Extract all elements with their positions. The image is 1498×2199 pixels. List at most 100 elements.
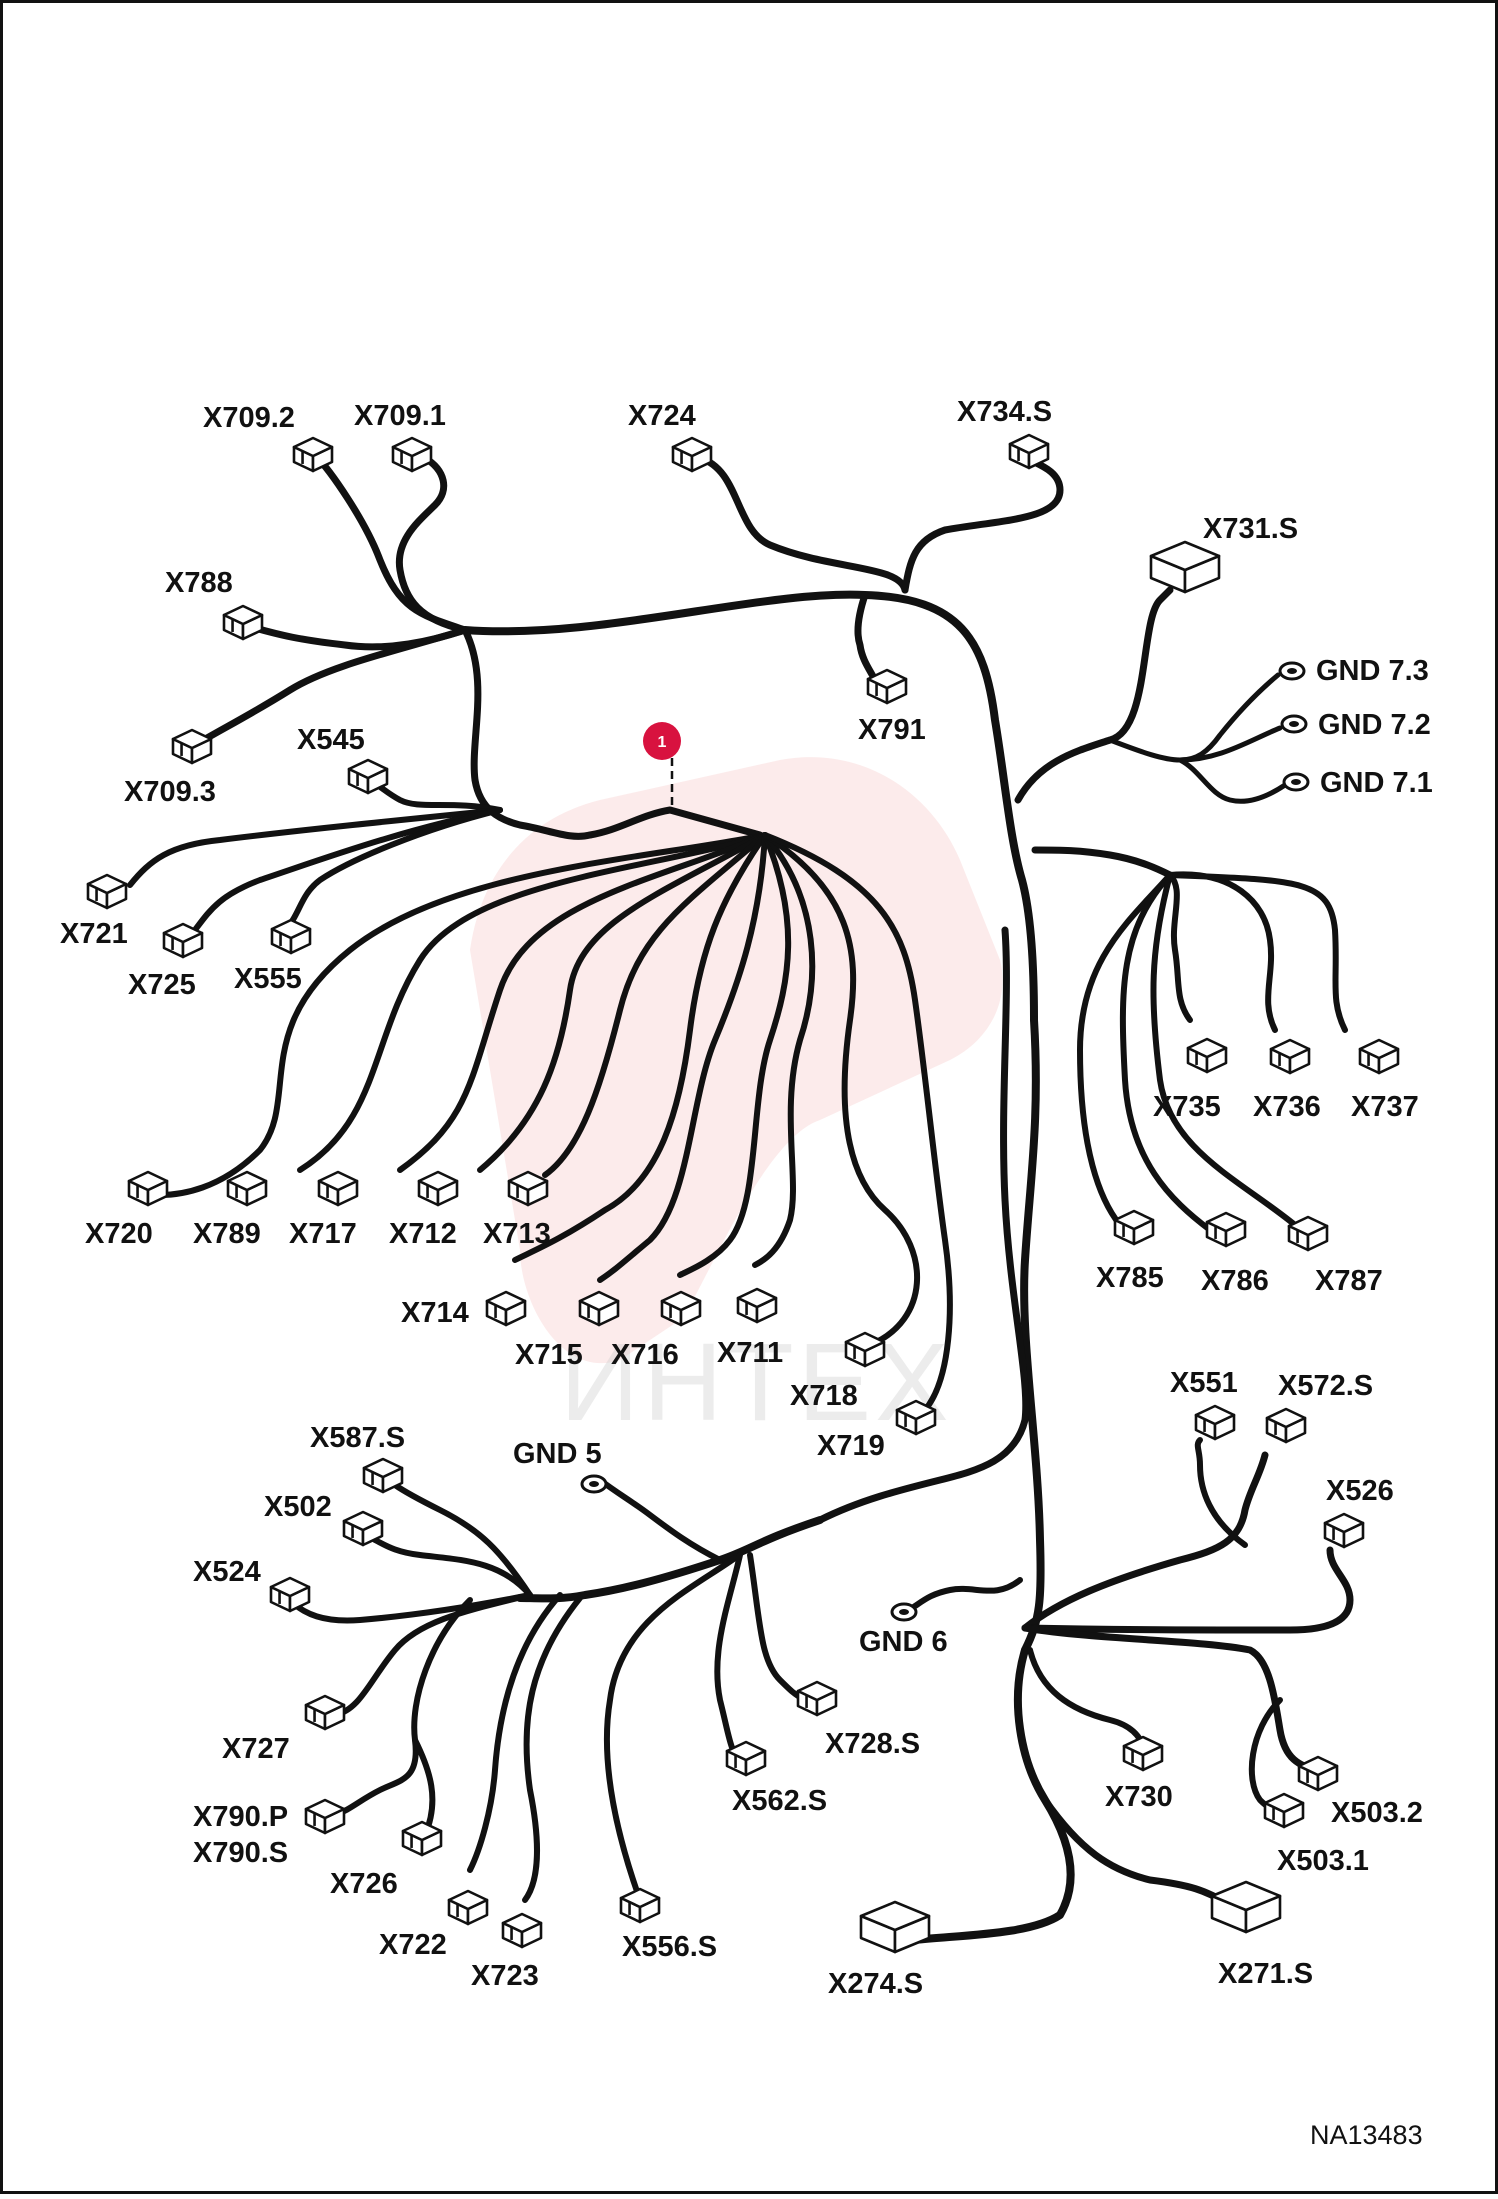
connector-x787 <box>1287 1215 1329 1252</box>
connector-x714 <box>485 1290 527 1327</box>
label-x787: X787 <box>1315 1265 1383 1297</box>
connector-x785-top <box>1113 1209 1155 1231</box>
connector-labels: X709.2 X709.1 X724 X734.S X788 X731.S X7… <box>60 396 1433 2000</box>
label-x712: X712 <box>389 1218 457 1250</box>
connector-x727 <box>304 1694 346 1731</box>
connector-x720-top <box>127 1170 169 1192</box>
label-x791: X791 <box>858 714 926 746</box>
connector-x728s <box>796 1680 838 1717</box>
connector-x723 <box>501 1912 543 1949</box>
connector-x271s-top <box>1210 1880 1282 1912</box>
connector-x709-2-top <box>292 436 334 458</box>
connector-x526 <box>1323 1512 1365 1549</box>
connector-x719-top <box>895 1399 937 1421</box>
label-x735: X735 <box>1153 1091 1221 1123</box>
label-x502: X502 <box>264 1491 332 1523</box>
connector-x724 <box>671 436 713 473</box>
connector-x711-top <box>736 1287 778 1309</box>
connector-x556s <box>619 1887 661 1924</box>
label-x726: X726 <box>330 1868 398 1900</box>
label-x720: X720 <box>85 1218 153 1250</box>
connector-x734s-top <box>1008 433 1050 455</box>
label-x709-2: X709.2 <box>203 402 295 434</box>
harness-wires <box>127 451 1354 1944</box>
connector-x785 <box>1113 1209 1155 1246</box>
label-x728s: X728.S <box>825 1728 920 1760</box>
connector-x715 <box>578 1290 620 1327</box>
label-x572s: X572.S <box>1278 1370 1373 1402</box>
label-x556s: X556.S <box>622 1931 717 1963</box>
label-x562s: X562.S <box>732 1785 827 1817</box>
label-gnd7-1: GND 7.1 <box>1320 767 1433 799</box>
connector-x709-3-top <box>171 728 213 750</box>
label-x526: X526 <box>1326 1475 1394 1507</box>
label-x718: X718 <box>790 1380 858 1412</box>
connector-x526-top <box>1323 1512 1365 1534</box>
callout-circle <box>643 722 681 760</box>
connector-x503-1 <box>1263 1792 1305 1829</box>
connector-x709-2 <box>292 436 334 473</box>
label-x717: X717 <box>289 1218 357 1250</box>
connector-x274s <box>859 1900 931 1954</box>
connector-x731s <box>1149 540 1221 594</box>
label-x723: X723 <box>471 1960 539 1992</box>
label-x734s: X734.S <box>957 396 1052 428</box>
label-x731s: X731.S <box>1203 513 1298 545</box>
label-x271s: X271.S <box>1218 1958 1313 1990</box>
connector-x713 <box>507 1170 549 1207</box>
label-x709-3: X709.3 <box>124 776 216 808</box>
connector-x724-top <box>671 436 713 458</box>
connector-x730 <box>1122 1735 1164 1772</box>
connector-x790 <box>304 1798 346 1835</box>
connector-x555-top <box>270 918 312 940</box>
gnd5-terminal <box>580 1474 608 1494</box>
connector-x791-top <box>866 668 908 690</box>
label-x713: X713 <box>483 1218 551 1250</box>
connector-x721 <box>86 873 128 910</box>
connector-x713-top <box>507 1170 549 1192</box>
label-x725: X725 <box>128 969 196 1001</box>
connector-x725 <box>162 922 204 959</box>
connector-x723-top <box>501 1912 543 1934</box>
connector-x524 <box>269 1576 311 1613</box>
label-x790p: X790.P <box>193 1801 288 1833</box>
connector-x587s <box>362 1457 404 1494</box>
connector-x503-2 <box>1297 1755 1339 1792</box>
connector-x722 <box>447 1889 489 1926</box>
connector-x562s-top <box>725 1740 767 1762</box>
connector-x718 <box>844 1331 886 1368</box>
connector-x551 <box>1194 1404 1236 1441</box>
ground-terminals <box>580 661 1310 1622</box>
connector-x789 <box>226 1170 268 1207</box>
label-x719: X719 <box>817 1430 885 1462</box>
connector-x545-top <box>347 758 389 780</box>
label-x790s: X790.S <box>193 1837 288 1869</box>
connector-x714-top <box>485 1290 527 1312</box>
connector-x730-top <box>1122 1735 1164 1757</box>
gnd7-1-terminal <box>1282 772 1310 792</box>
connector-x502 <box>342 1510 384 1547</box>
connector-x271s <box>1210 1880 1282 1934</box>
label-x587s: X587.S <box>310 1422 405 1454</box>
document-id: NA13483 <box>1310 2120 1423 2150</box>
connector-x551-top <box>1194 1404 1236 1426</box>
connector-x587s-top <box>362 1457 404 1479</box>
connector-x555 <box>270 918 312 955</box>
connector-x502-top <box>342 1510 384 1532</box>
label-x545: X545 <box>297 724 365 756</box>
label-x788: X788 <box>165 567 233 599</box>
label-x503-2: X503.2 <box>1331 1797 1423 1829</box>
label-x727: X727 <box>222 1733 290 1765</box>
connector-x728s-top <box>796 1680 838 1702</box>
connector-x786 <box>1205 1211 1247 1248</box>
label-gnd5: GND 5 <box>513 1438 602 1470</box>
connector-x572s-top <box>1265 1407 1307 1429</box>
label-gnd7-3: GND 7.3 <box>1316 655 1429 687</box>
label-gnd7-2: GND 7.2 <box>1318 709 1431 741</box>
connector-x716 <box>660 1290 702 1327</box>
connector-x735-top <box>1186 1037 1228 1059</box>
connector-x556s-top <box>619 1887 661 1909</box>
